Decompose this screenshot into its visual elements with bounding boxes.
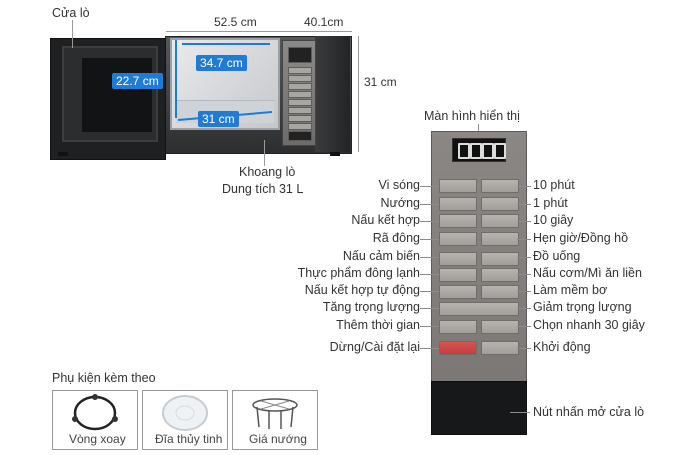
grill-rack-icon bbox=[252, 398, 298, 429]
btn-auto-combi bbox=[439, 285, 477, 299]
accessory-rack bbox=[232, 390, 318, 450]
cavity-label: Khoang lò bbox=[239, 165, 296, 179]
label-left-0: Vi sóng bbox=[378, 178, 420, 192]
label-left-4: Nấu cảm biến bbox=[342, 249, 420, 263]
label-right-8: Chọn nhanh 30 giây bbox=[533, 318, 645, 332]
label-right-4: Đồ uống bbox=[533, 249, 581, 263]
label-right-5: Nấu cơm/Mì ăn liền bbox=[533, 266, 642, 280]
accessory-label-1: Đĩa thủy tinh bbox=[155, 432, 223, 446]
btn-rice bbox=[481, 268, 519, 282]
microwave-control-strip bbox=[282, 40, 316, 146]
btn-grill bbox=[439, 197, 477, 211]
accessory-label-0: Vòng xoay bbox=[69, 432, 126, 446]
label-left-2: Nấu kết hợp bbox=[351, 213, 420, 227]
cavity-depth-tag: 31 cm bbox=[198, 111, 239, 127]
door-button-label: Nút nhấn mở cửa lò bbox=[533, 405, 645, 419]
btn-10sec bbox=[481, 214, 519, 228]
depth-dimension-line bbox=[312, 31, 352, 32]
label-right-1: 1 phút bbox=[533, 196, 568, 210]
accessories-title: Phụ kiện kèm theo bbox=[52, 371, 156, 385]
height-label: 31 cm bbox=[364, 75, 397, 89]
display-screen bbox=[452, 138, 506, 162]
label-right-7: Giảm trọng lượng bbox=[533, 300, 632, 314]
btn-timer bbox=[481, 232, 519, 246]
depth-label: 40.1cm bbox=[304, 15, 344, 29]
label-left-7: Tăng trọng lượng bbox=[322, 300, 420, 314]
label-right-9: Khởi động bbox=[533, 340, 591, 354]
door-glass bbox=[82, 58, 152, 132]
cavity-width-tag: 34.7 cm bbox=[196, 55, 247, 71]
btn-sensor bbox=[439, 252, 477, 266]
door-leader bbox=[72, 20, 73, 48]
height-dimension-line bbox=[358, 36, 359, 152]
btn-stop bbox=[439, 341, 477, 355]
btn-drink bbox=[481, 252, 519, 266]
width-dimension-line bbox=[166, 31, 312, 32]
label-left-8: Thêm thời gian bbox=[336, 318, 420, 332]
accessory-label-2: Giá nướng bbox=[249, 432, 307, 446]
btn-combi bbox=[439, 214, 477, 228]
label-left-6: Nấu kết hợp tự động bbox=[304, 283, 420, 297]
door-open-area bbox=[431, 381, 527, 435]
cavity-leader bbox=[264, 140, 265, 166]
turntable-ring-icon bbox=[72, 394, 118, 431]
label-right-2: 10 giây bbox=[533, 213, 574, 227]
label-left-5: Thực phẩm đông lạnh bbox=[297, 266, 420, 280]
door-label: Cửa lò bbox=[52, 6, 90, 20]
btn-frozen bbox=[439, 268, 477, 282]
label-left-3: Rã đông bbox=[372, 231, 420, 245]
btn-soften bbox=[481, 285, 519, 299]
btn-add-time bbox=[439, 320, 477, 334]
btn-1min bbox=[481, 197, 519, 211]
btn-defrost bbox=[439, 232, 477, 246]
capacity-label: Dung tích 31 L bbox=[222, 182, 304, 196]
label-right-0: 10 phút bbox=[533, 178, 575, 192]
label-left-1: Nướng bbox=[380, 196, 421, 210]
btn-quick30 bbox=[481, 320, 519, 334]
accessory-ring bbox=[52, 390, 138, 450]
accessory-plate bbox=[142, 390, 228, 450]
btn-microwave bbox=[439, 179, 477, 193]
label-right-3: Hẹn giờ/Đồng hồ bbox=[533, 231, 629, 245]
glass-plate-icon bbox=[162, 395, 208, 431]
btn-10min bbox=[481, 179, 519, 193]
display-label: Màn hình hiển thị bbox=[424, 109, 520, 123]
width-label: 52.5 cm bbox=[214, 15, 257, 29]
label-left-9: Dừng/Cài đặt lại bbox=[329, 340, 420, 354]
cavity-height-tag: 22.7 cm bbox=[112, 73, 163, 89]
btn-start bbox=[481, 341, 519, 355]
label-right-6: Làm mềm bơ bbox=[533, 283, 608, 297]
microwave-side bbox=[315, 36, 350, 152]
btn-weight bbox=[439, 302, 519, 316]
